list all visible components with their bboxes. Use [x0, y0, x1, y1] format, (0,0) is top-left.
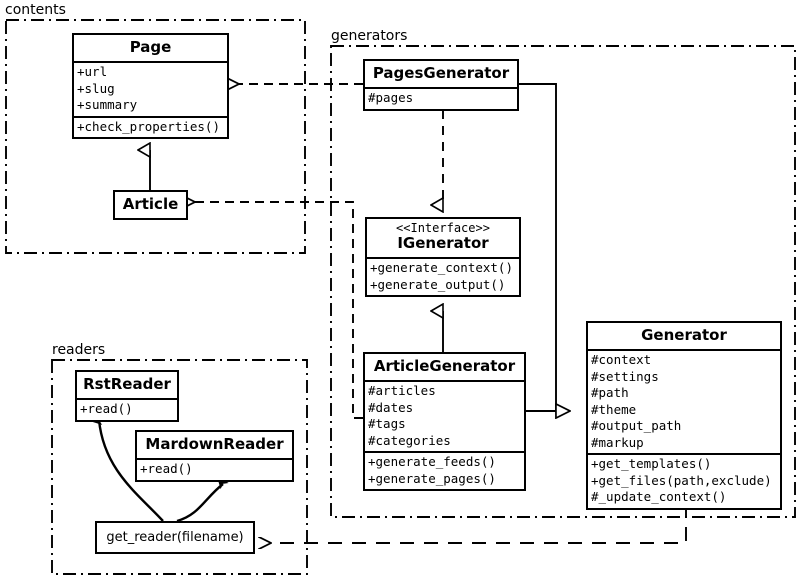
class-box-mardown-reader[interactable]: MardownReader +read() — [135, 430, 294, 482]
method: +read() — [140, 461, 193, 477]
attribute: #output_path — [591, 418, 682, 434]
method: +get_templates() — [591, 456, 712, 472]
package-border-generators — [330, 45, 796, 518]
class-name-page: Page — [129, 38, 172, 56]
function-label-get-reader: get_reader(filename) — [106, 530, 244, 545]
function-box-get-reader[interactable]: get_reader(filename) — [95, 521, 255, 554]
rel-getreader-to-rstreader — [99, 420, 164, 522]
class-box-igenerator[interactable]: <<Interface>> IGenerator +generate_conte… — [365, 217, 521, 298]
class-box-pages-generator[interactable]: PagesGenerator #pages — [363, 59, 519, 111]
class-name-article-generator: ArticleGenerator — [373, 357, 516, 375]
package-label-generators: generators — [329, 28, 410, 44]
class-attributes-generator: #context #settings #path #theme #output_… — [588, 349, 780, 453]
class-box-article[interactable]: Article — [113, 190, 188, 221]
class-box-page[interactable]: Page +url +slug +summary +check_properti… — [72, 33, 229, 140]
class-name-mardown-reader: MardownReader — [145, 435, 284, 453]
class-box-rst-reader[interactable]: RstReader +read() — [75, 370, 179, 422]
attribute: #dates — [368, 399, 414, 415]
rel-articlegenerator-to-article — [195, 202, 363, 419]
method: +generate_output() — [370, 276, 506, 292]
package-border-contents — [5, 19, 306, 254]
class-attributes-pages-generator: #pages — [365, 87, 517, 109]
method: #_update_context() — [591, 489, 727, 505]
class-methods-page: +check_properties() — [74, 115, 227, 138]
attribute: #markup — [591, 434, 644, 450]
class-methods-article-generator: +generate_feeds() +generate_pages() — [365, 451, 524, 489]
attribute: #path — [591, 385, 629, 401]
attribute: #tags — [368, 416, 406, 432]
attribute: #settings — [591, 368, 659, 384]
method: +generate_feeds() — [368, 454, 496, 470]
class-name-generator: Generator — [641, 326, 727, 344]
class-name-article: Article — [122, 195, 179, 213]
attribute: #context — [591, 352, 652, 368]
class-methods-mardown-reader: +read() — [137, 458, 292, 480]
class-attributes-page: +url +slug +summary — [74, 61, 227, 116]
class-box-generator[interactable]: Generator #context #settings #path #them… — [586, 321, 782, 510]
class-name-rst-reader: RstReader — [83, 375, 171, 393]
class-stereotype-igenerator: <<Interface>> — [396, 221, 490, 235]
attribute: +slug — [77, 80, 115, 96]
class-name-pages-generator: PagesGenerator — [372, 64, 510, 82]
class-methods-rst-reader: +read() — [77, 398, 177, 420]
attribute: +summary — [77, 97, 138, 113]
class-methods-igenerator: +generate_context() +generate_output() — [367, 257, 519, 295]
rel-pagesgenerator-to-generator — [519, 83, 570, 411]
package-border-readers — [51, 359, 308, 575]
class-name-igenerator: IGenerator — [397, 234, 489, 253]
attribute: #pages — [368, 90, 414, 106]
attribute: #articles — [368, 383, 436, 399]
method: +get_files(path,exclude) — [591, 472, 772, 488]
attribute: #categories — [368, 432, 451, 448]
class-methods-generator: +get_templates() +get_files(path,exclude… — [588, 453, 780, 508]
method: +generate_context() — [370, 260, 513, 276]
rel-getreader-to-mardownreader — [176, 484, 223, 523]
attribute: #theme — [591, 401, 637, 417]
rel-generator-to-getreader — [271, 503, 687, 543]
package-label-contents: contents — [3, 2, 68, 18]
method: +generate_pages() — [368, 470, 496, 486]
class-box-article-generator[interactable]: ArticleGenerator #articles #dates #tags … — [363, 352, 526, 492]
method: +check_properties() — [77, 118, 220, 134]
package-label-readers: readers — [50, 342, 108, 358]
attribute: +url — [77, 64, 108, 80]
class-attributes-article-generator: #articles #dates #tags #categories — [365, 380, 524, 451]
method: +read() — [80, 401, 133, 417]
